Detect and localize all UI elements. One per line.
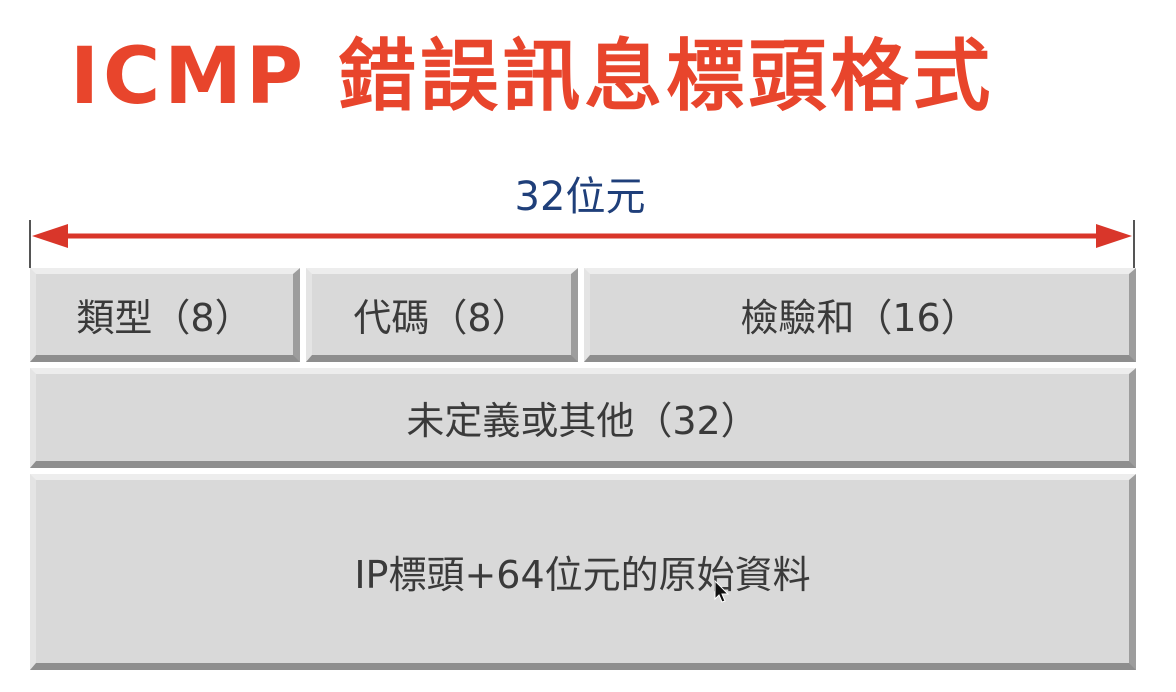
type-field: 類型（8） (30, 268, 300, 362)
bit-width-arrow (29, 220, 1135, 268)
bit-width-label: 32位元 (514, 174, 646, 220)
unused-field: 未定義或其他（32） (30, 368, 1136, 468)
ip-header-field-label: IP標頭+64位元的原始資料 (354, 553, 811, 597)
code-field-label: 代碼（8） (353, 296, 530, 340)
arrow-head-right (1096, 224, 1132, 248)
ip-header-field: IP標頭+64位元的原始資料 (30, 474, 1136, 670)
checksum-field: 檢驗和（16） (584, 268, 1136, 362)
diagram-title: ICMP 錯誤訊息標頭格式 (70, 32, 995, 122)
arrow-head-left (32, 224, 68, 248)
type-field-label: 類型（8） (76, 296, 253, 340)
checksum-field-label: 檢驗和（16） (740, 296, 979, 340)
mouse-cursor-icon (714, 580, 730, 603)
code-field: 代碼（8） (306, 268, 578, 362)
unused-field-label: 未定義或其他（32） (406, 399, 759, 443)
